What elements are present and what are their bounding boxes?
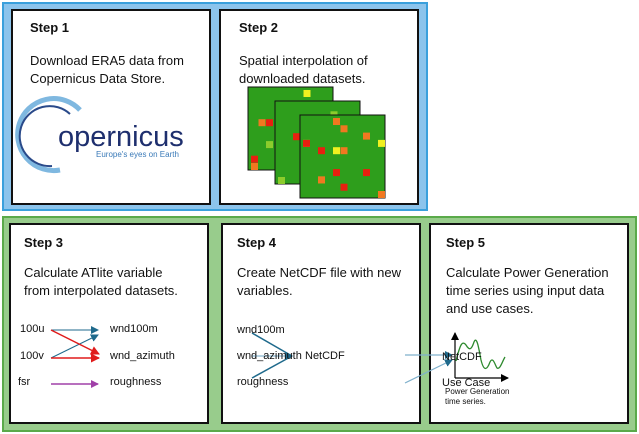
step-5-title: Step 5 <box>446 235 486 250</box>
input-fsr: fsr <box>18 376 31 388</box>
s5-netcdf: NetCDF <box>442 351 482 363</box>
s4-netcdf: NetCDF <box>305 350 345 362</box>
map-cell <box>303 90 311 97</box>
map-cell <box>333 118 340 125</box>
step-3-arrows <box>50 326 100 388</box>
map-cell <box>318 176 325 184</box>
arrow-100v-wnd100m <box>50 334 99 359</box>
s5-use-case: Use Case <box>442 377 491 389</box>
step-4-arrows <box>251 332 293 379</box>
map-cell <box>258 119 266 127</box>
map-cell <box>333 147 340 155</box>
power-generation-curve <box>455 339 506 370</box>
map-cell <box>251 163 258 170</box>
s4-roughness: roughness <box>237 376 289 388</box>
step-3-title: Step 3 <box>24 235 64 250</box>
step-4-box <box>221 223 421 424</box>
output-roughness: roughness <box>110 376 162 388</box>
map-cell <box>378 191 385 198</box>
map-cell <box>278 177 285 184</box>
map-cell <box>318 147 325 155</box>
logo-arc-inner <box>18 105 71 168</box>
map-cell <box>293 133 300 141</box>
logo-wordmark: opernicus <box>58 121 184 153</box>
step-3-box <box>9 223 209 424</box>
map-cell <box>378 139 385 147</box>
map-cell <box>303 139 310 147</box>
map-cell <box>340 183 348 191</box>
logo-tagline: Europe's eyes on Earth <box>96 150 179 159</box>
logo-arc <box>15 96 82 174</box>
interpolated-maps <box>247 86 386 199</box>
step-2-title: Step 2 <box>239 20 279 35</box>
map-cell <box>266 141 273 149</box>
map-cell <box>363 132 370 140</box>
s4-wnd100m: wnd100m <box>237 324 285 336</box>
copernicus-logo: opernicus Europe's eyes on Earth <box>15 96 184 174</box>
map-cell <box>251 155 258 163</box>
step-1-title: Step 1 <box>30 20 70 35</box>
input-100v: 100v <box>20 350 44 362</box>
output-wnd100m: wnd100m <box>110 323 158 335</box>
s4-wnd-azimuth: wnd_azimuth <box>237 350 302 362</box>
map-cell <box>266 119 273 127</box>
step-5-box <box>429 223 629 424</box>
output-wnd-azimuth: wnd_azimuth <box>110 350 175 362</box>
step-4-title: Step 4 <box>237 235 277 250</box>
arrow-100u-wnd-azimuth <box>50 329 100 355</box>
map-cell <box>333 169 340 177</box>
map-cell <box>340 125 348 133</box>
input-100u: 100u <box>20 323 45 335</box>
map-cell <box>340 147 348 155</box>
map-cell <box>363 169 370 177</box>
arrow-use-case <box>404 359 453 384</box>
line-roughness <box>251 355 293 379</box>
step-5-graphics <box>404 332 509 384</box>
